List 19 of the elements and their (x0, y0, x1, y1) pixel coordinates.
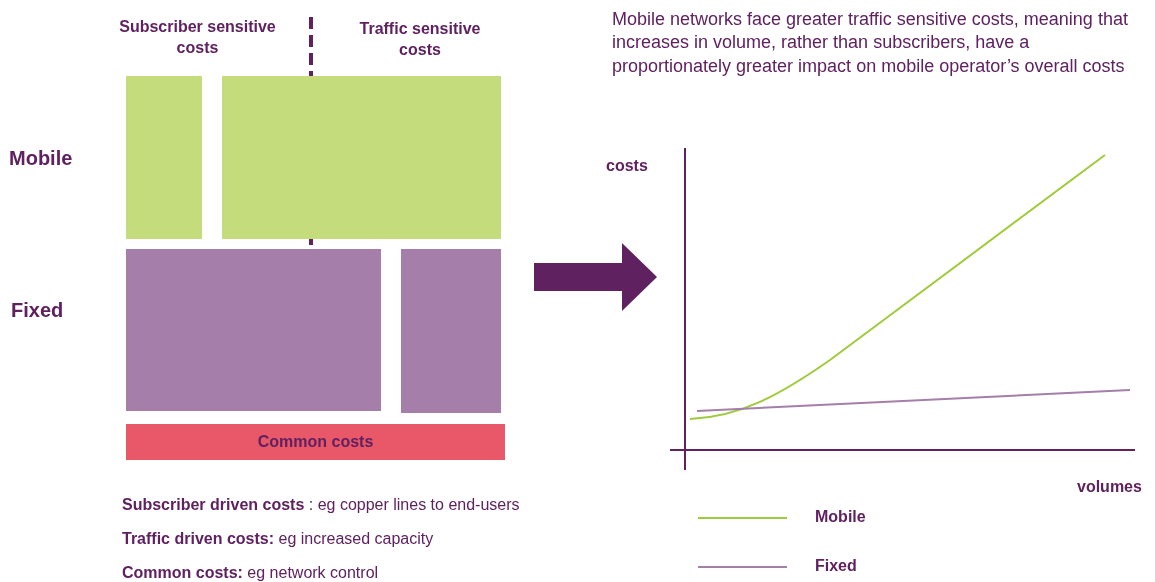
row-label: Mobile (9, 146, 74, 171)
summary-text: Mobile networks face greater traffic sensitive costs, meaning that increases in volume, rather than subscribers, have a proportionately greater impact on mobile operator’s overall costs (612, 8, 1129, 78)
column-heading: Traffic sensitive costs (358, 19, 482, 60)
axis-label: costs (606, 156, 649, 176)
common-costs-bar (126, 424, 505, 460)
block-arrow (534, 243, 657, 311)
note-text: Traffic driven costs: eg increased capacity (122, 529, 435, 549)
block-label: Common costs (257, 433, 374, 451)
cost-block (126, 249, 381, 411)
cost-block (222, 76, 501, 239)
column-heading: Subscriber sensitive costs (118, 17, 277, 58)
axis-label: volumes (1077, 477, 1143, 497)
legend-label: Fixed (815, 557, 857, 575)
row-label: Fixed (11, 298, 65, 323)
cost-block (401, 249, 501, 413)
legend-label: Mobile (815, 508, 866, 526)
note-text: Common costs: eg network control (122, 563, 380, 582)
note-text: Subscriber driven costs : eg copper lines to end-users (122, 495, 521, 515)
cost-block (126, 76, 202, 239)
